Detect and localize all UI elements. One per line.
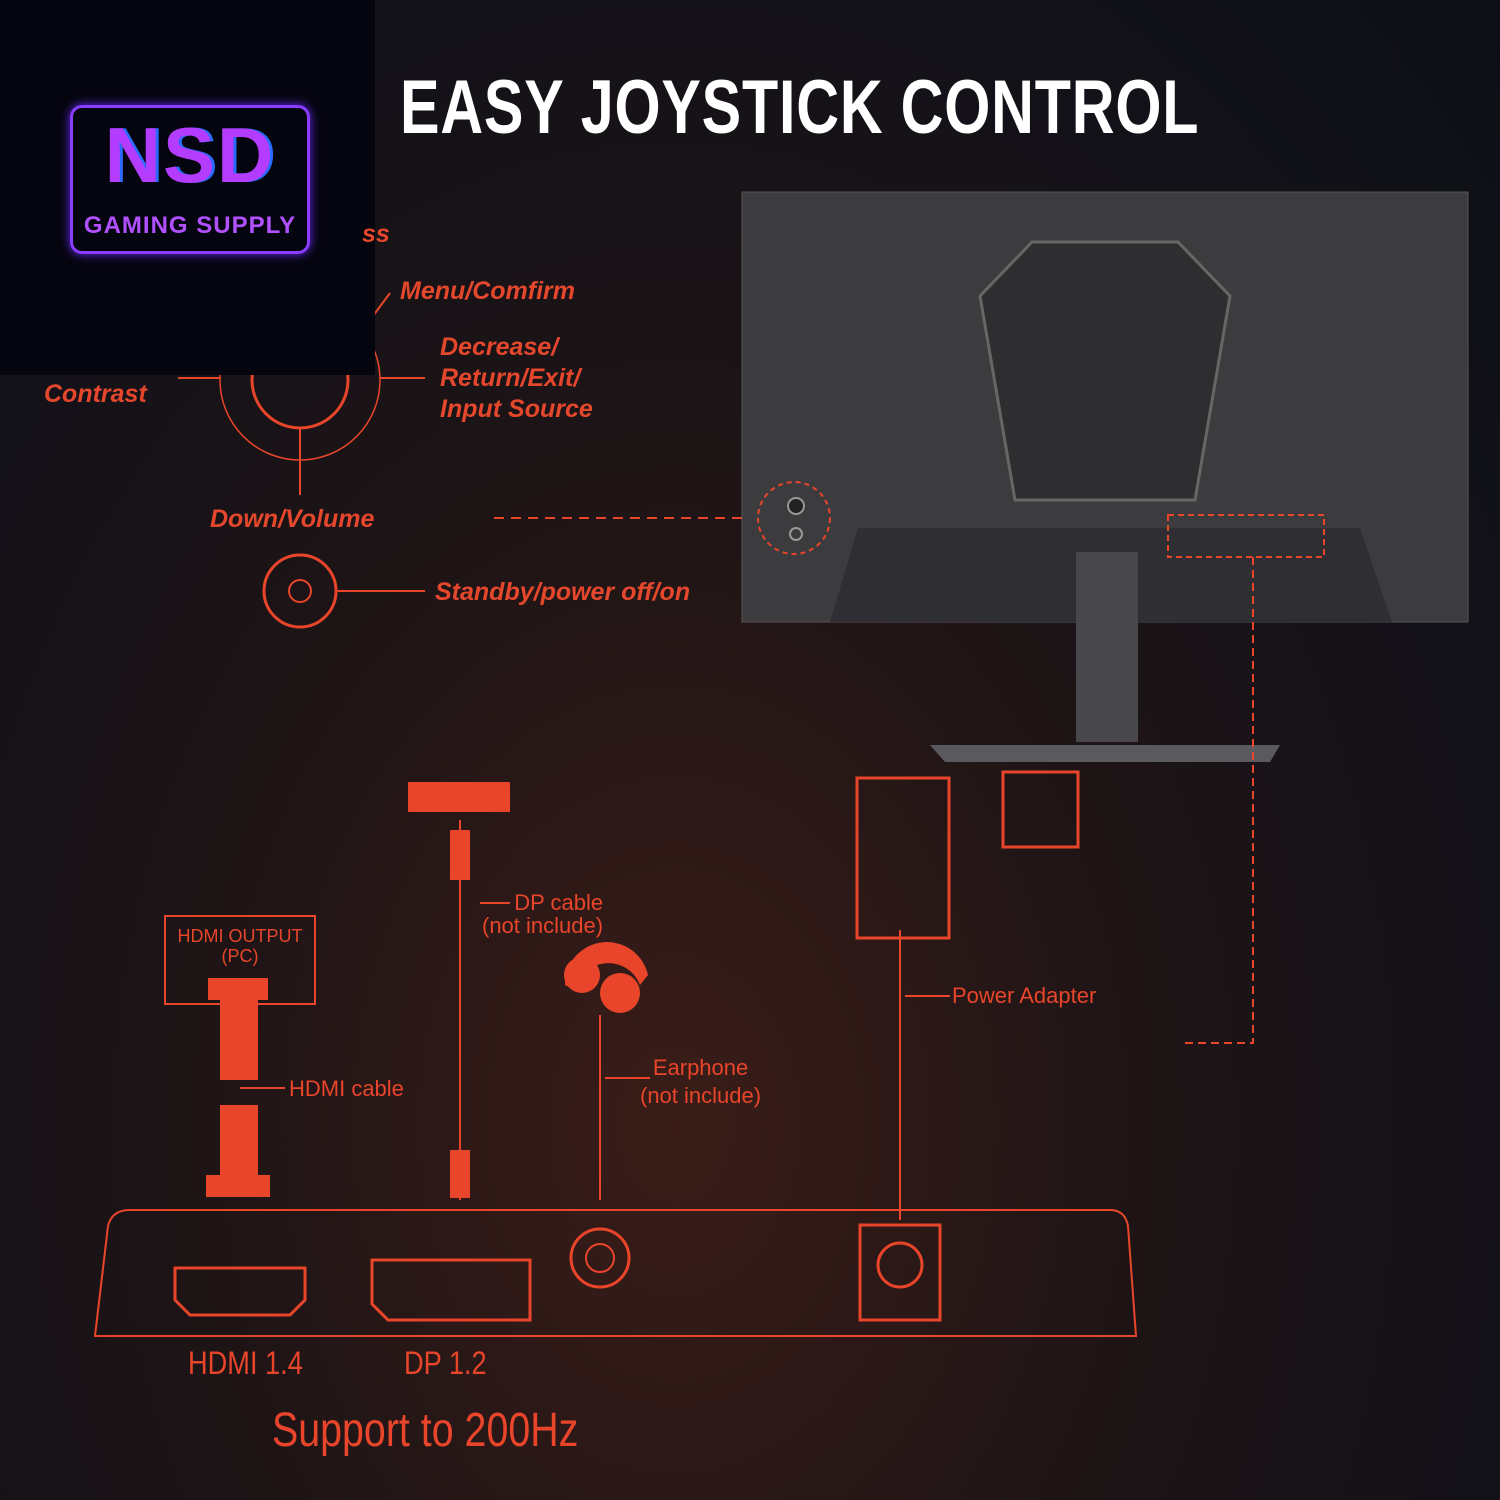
hdmi-port [173, 1266, 307, 1317]
label-power-adapter: Power Adapter [952, 983, 1097, 1008]
label-hdmi-output: HDMI OUTPUT (PC) [172, 926, 308, 966]
page-title: EASY JOYSTICK CONTROL [400, 65, 1200, 150]
logo-main-text: NSD [104, 111, 276, 199]
power-button-illustration [262, 553, 338, 629]
footer-refresh-rate: Support to 200Hz [272, 1404, 579, 1457]
label-hdmi-port: HDMI 1.4 [188, 1345, 303, 1381]
label-decrease-line: Decrease/ [440, 333, 559, 361]
logo-panel: ss NSD GAMING SUPPLY [0, 0, 390, 375]
earphone-line: Earphone [652, 1055, 749, 1080]
joystick-highlight [757, 481, 831, 555]
label-earphone: Earphone (not include) [640, 1054, 761, 1110]
dp-cable-line: DP cable [514, 890, 604, 915]
hdmi-output-line: HDMI OUTPUT [177, 926, 303, 946]
label-menu-confirm: Menu/Comfirm [400, 277, 575, 305]
label-dp-port: DP 1.2 [404, 1345, 487, 1381]
label-contrast: Contrast [44, 380, 147, 408]
dp-port [370, 1258, 532, 1322]
label-dp-cable: DP cable (not include) [482, 891, 603, 937]
monitor-back [741, 191, 1469, 762]
logo: NSD GAMING SUPPLY [70, 105, 310, 254]
label-hdmi-cable: HDMI cable [289, 1076, 404, 1101]
logo-sub-text: GAMING SUPPLY [83, 212, 297, 239]
label-down-volume: Down/Volume [210, 505, 375, 533]
label-decrease: Decrease/ Return/Exit/ Input Source [440, 332, 593, 425]
earphone-note: (not include) [640, 1083, 762, 1108]
partial-label: ss [362, 220, 390, 248]
dp-cable-note: (not include) [482, 913, 604, 938]
label-standby: Standby/power off/on [435, 578, 691, 606]
power-port [858, 1223, 942, 1322]
ports-highlight [1167, 514, 1325, 558]
hdmi-output-pc: (PC) [221, 946, 259, 966]
label-input-line: Input Source [440, 395, 593, 423]
label-return-line: Return/Exit/ [440, 364, 581, 392]
audio-port [569, 1227, 631, 1289]
